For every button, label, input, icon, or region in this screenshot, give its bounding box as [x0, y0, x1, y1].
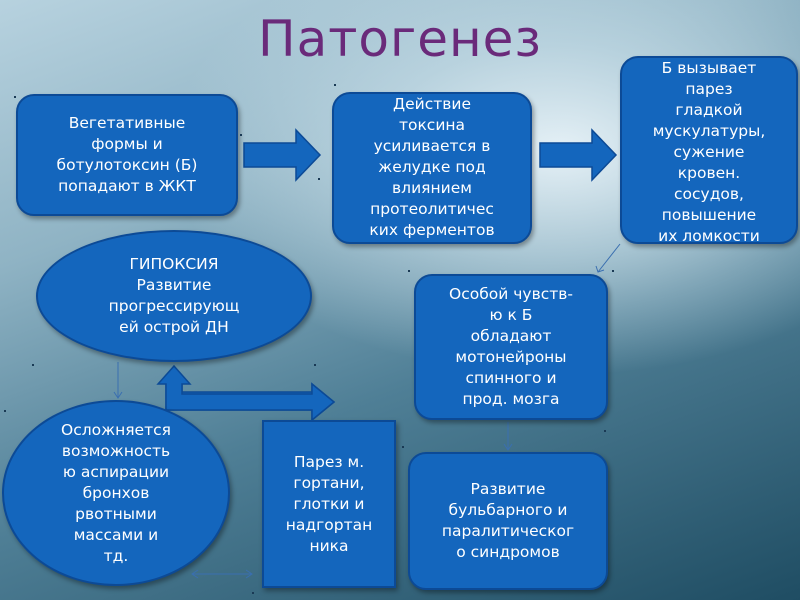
- connector-paresis-to-motoneurons: [597, 243, 621, 273]
- speckle: [14, 96, 16, 98]
- speckle: [402, 446, 404, 448]
- node-paresis-smooth: Б вызывает парез гладкой мускулатуры, су…: [620, 56, 798, 244]
- speckle: [240, 134, 242, 136]
- speckle: [612, 270, 614, 272]
- node-larynx: Парез м. гортани, глотки и надгортан ник…: [262, 420, 396, 588]
- speckle: [4, 410, 6, 412]
- slide-title: Патогенез: [257, 10, 543, 68]
- speckle: [32, 364, 34, 366]
- node-bulbar: Развитие бульбарного и паралитическог о …: [408, 452, 608, 590]
- node-hypoxia: ГИПОКСИЯ Развитие прогрессирующ ей остро…: [36, 230, 312, 362]
- speckle: [604, 430, 606, 432]
- speckle: [318, 178, 320, 180]
- node-vegetative: Вегетативные формы и ботулотоксин (Б) по…: [16, 94, 238, 216]
- block-arrow-1: [243, 128, 322, 182]
- node-motoneurons: Особой чувств- ю к Б обладают мотонейрон…: [414, 274, 608, 420]
- speckle: [314, 364, 316, 366]
- node-aspiration: Осложняется возможность ю аспирации брон…: [2, 400, 230, 586]
- node-toxin-action: Действие токсина усиливается в желудке п…: [332, 92, 532, 244]
- speckle: [334, 84, 336, 86]
- block-arrow-2: [539, 128, 618, 182]
- speckle: [408, 270, 410, 272]
- speckle: [252, 592, 254, 594]
